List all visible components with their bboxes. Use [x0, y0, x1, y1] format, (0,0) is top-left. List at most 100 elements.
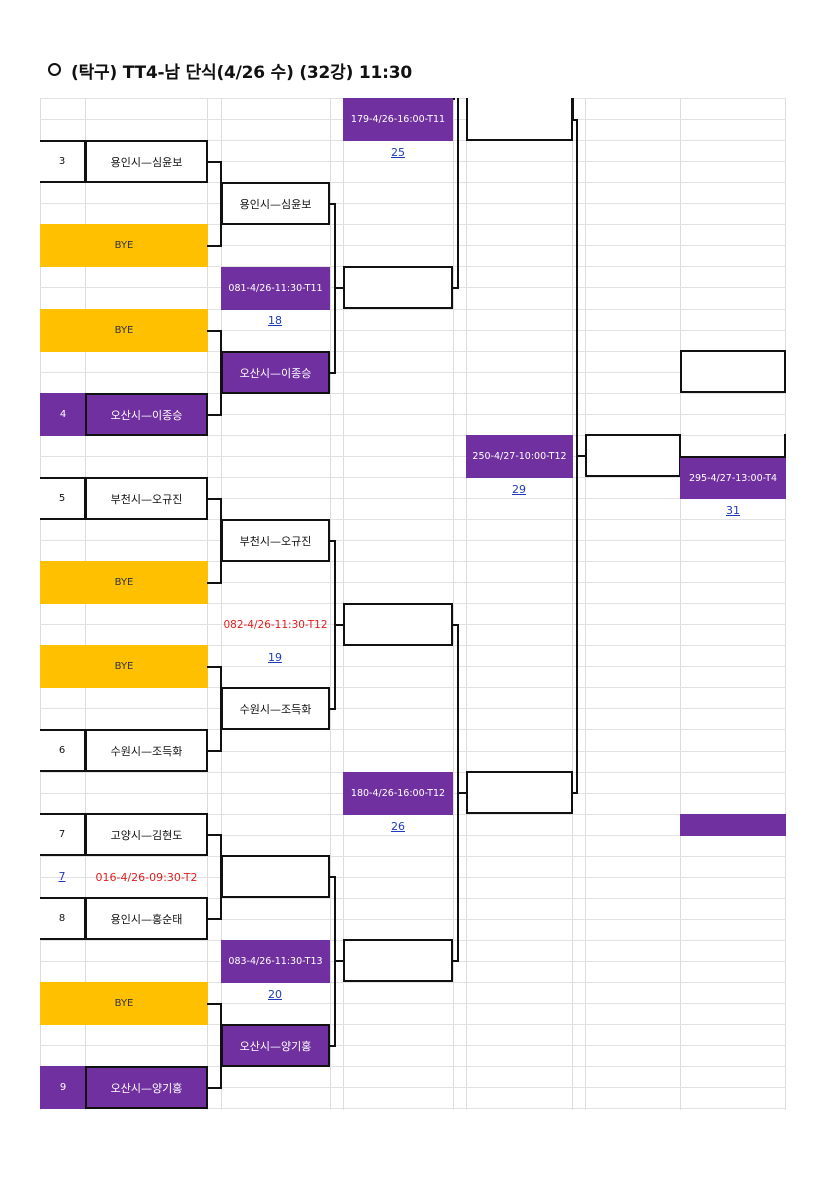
connector — [207, 1003, 221, 1005]
grid-line — [572, 98, 573, 1110]
connector — [207, 330, 221, 332]
connector — [453, 287, 459, 289]
seed-number: 7 — [40, 813, 86, 856]
grid-line — [40, 1045, 786, 1046]
connector — [220, 834, 222, 920]
connector — [220, 1003, 222, 1089]
grid-line — [40, 498, 786, 499]
grid-line — [466, 98, 467, 1110]
bye-cell: BYE — [40, 982, 208, 1025]
grid-line — [40, 203, 786, 204]
connector — [334, 960, 343, 962]
grid-line — [40, 351, 786, 352]
round6-player — [680, 350, 786, 393]
connector — [572, 98, 574, 120]
grid-line — [453, 98, 454, 1110]
connector — [220, 330, 222, 416]
connector — [453, 960, 459, 962]
grid-line — [40, 477, 786, 478]
grid-line — [40, 751, 786, 752]
connector — [457, 792, 466, 794]
connector — [207, 1087, 221, 1089]
connector — [572, 792, 578, 794]
grid-line — [40, 729, 786, 730]
grid-line — [40, 687, 786, 688]
round3-player — [343, 603, 453, 646]
grid-line — [40, 919, 786, 920]
match-link[interactable]: 20 — [268, 988, 282, 1001]
connector — [207, 834, 221, 836]
round2-player: 용인시—심윤보 — [221, 182, 330, 225]
seed-number: 3 — [40, 140, 86, 183]
connector — [784, 434, 786, 456]
bye-cell: BYE — [40, 645, 208, 688]
grid-line — [40, 224, 786, 225]
connector — [457, 98, 459, 289]
page-title: (탁구) TT4-남 단식(4/26 수) (32강) 11:30 — [48, 58, 412, 83]
grid-line — [40, 414, 786, 415]
match-code: 081-4/26-11:30-T11 — [221, 267, 330, 310]
round3-player — [343, 266, 453, 309]
match-code: 179-4/26-16:00-T11 — [343, 98, 453, 141]
connector — [207, 498, 221, 500]
grid-line — [40, 1108, 786, 1109]
grid-line — [40, 435, 786, 436]
match-link[interactable]: 26 — [391, 820, 405, 833]
connector — [207, 918, 221, 920]
grid-line — [40, 582, 786, 583]
connector — [334, 287, 343, 289]
round3-player — [343, 939, 453, 982]
grid-line — [40, 1066, 786, 1067]
grid-line — [40, 561, 786, 562]
match-link[interactable]: 19 — [268, 651, 282, 664]
grid-line — [40, 519, 786, 520]
grid-line — [40, 666, 786, 667]
bye-cell: BYE — [40, 224, 208, 267]
seed-number: 8 — [40, 897, 86, 940]
round4-player — [466, 98, 573, 141]
connector — [207, 582, 221, 584]
bye-cell: BYE — [40, 309, 208, 352]
grid-line — [680, 98, 681, 1110]
match-code: 250-4/27-10:00-T12 — [466, 435, 573, 478]
seed-number: 9 — [40, 1066, 86, 1109]
connector — [576, 455, 585, 457]
grid-line — [40, 245, 786, 246]
match-code: 180-4/26-16:00-T12 — [343, 772, 453, 815]
connector — [453, 98, 455, 100]
grid-line — [40, 456, 786, 457]
grid-line — [40, 182, 786, 183]
seed-number: 5 — [40, 477, 86, 520]
round5-player — [585, 434, 681, 477]
match-code: 082-4/26-11:30-T12 — [223, 618, 328, 631]
match-link[interactable]: 25 — [391, 146, 405, 159]
bye-cell: BYE — [40, 561, 208, 604]
round2-player-winner: 오산시—이종승 — [221, 351, 330, 394]
grid-line — [40, 835, 786, 836]
match-link[interactable]: 18 — [268, 314, 282, 327]
match-code: 016-4/26-09:30-T2 — [95, 871, 198, 884]
grid-line — [40, 708, 786, 709]
grid-line — [40, 856, 786, 857]
connector — [334, 624, 343, 626]
grid-line — [40, 161, 786, 162]
connector — [207, 414, 221, 416]
grid-line — [785, 98, 786, 1110]
grid-line — [40, 309, 786, 310]
grid-line — [40, 898, 786, 899]
grid-line — [40, 393, 786, 394]
grid-line — [40, 540, 786, 541]
connector — [330, 876, 336, 878]
match-link[interactable]: 29 — [512, 483, 526, 496]
player-cell: 부천시—오규진 — [85, 477, 208, 520]
grid-line — [40, 98, 41, 1110]
round6-player-winner — [680, 814, 786, 836]
connector — [330, 540, 336, 542]
grid-line — [221, 98, 222, 1110]
connector — [207, 161, 221, 163]
match-link[interactable]: 7 — [58, 870, 66, 883]
connector — [220, 498, 222, 584]
match-link[interactable]: 31 — [726, 504, 740, 517]
round4-player — [466, 771, 573, 814]
